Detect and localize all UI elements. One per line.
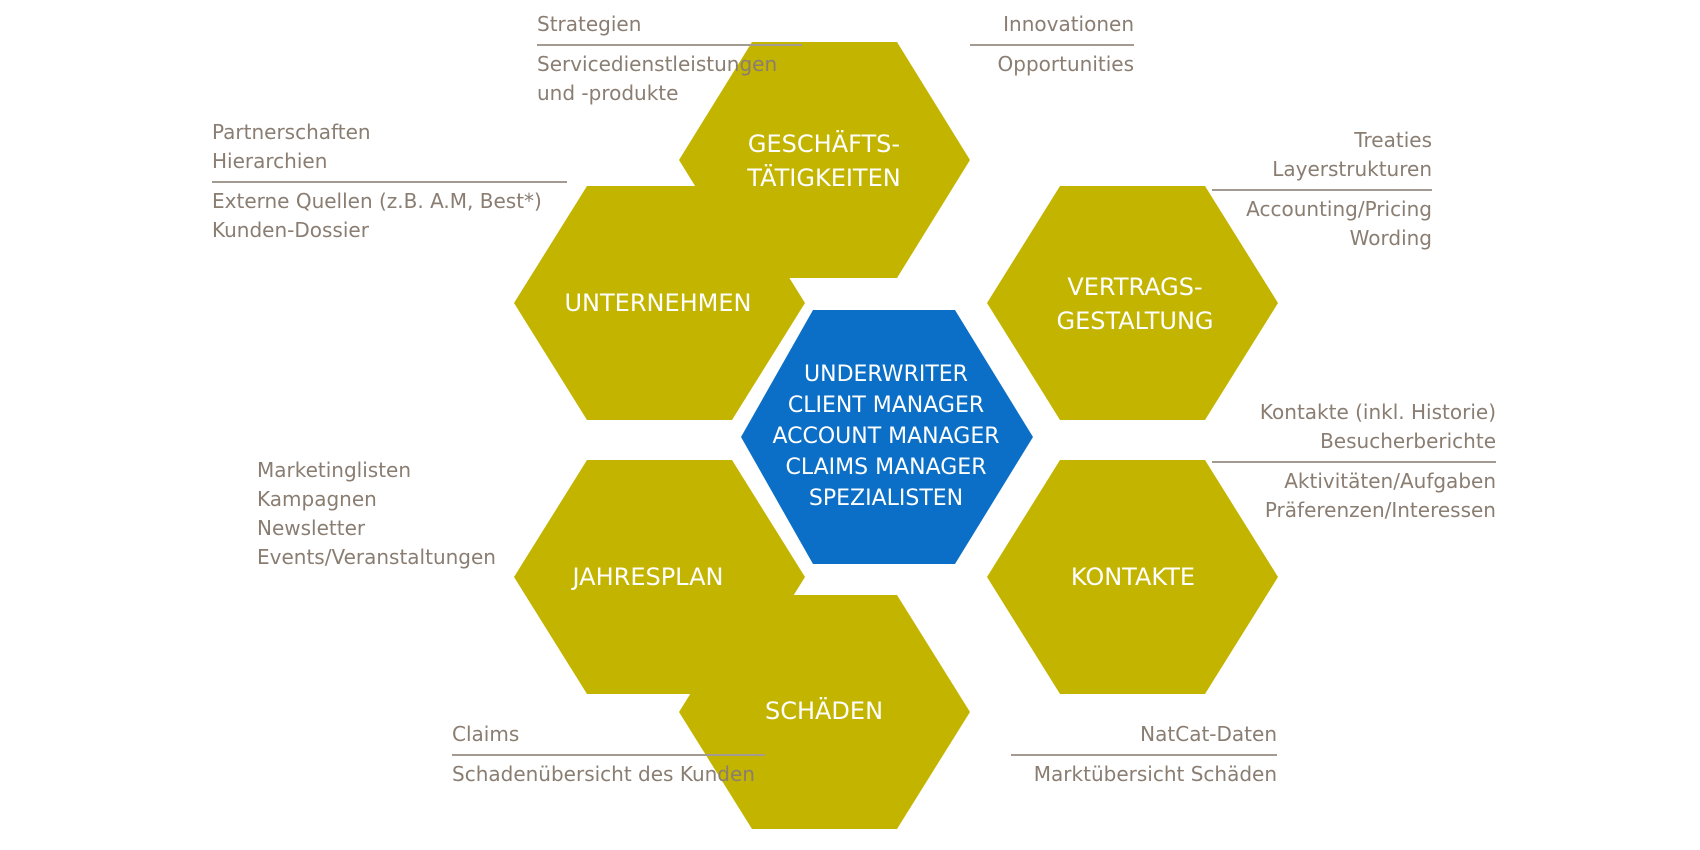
- note-unternehmen-hierarchien: Hierarchien: [212, 149, 328, 173]
- note-vertrag-wording: Wording: [1349, 226, 1432, 250]
- center-role-spezialisten: SPEZIALISTEN: [809, 486, 963, 511]
- hexagon-geschaeftstaetigkeiten-line-2: TÄTIGKEITEN: [746, 163, 900, 192]
- note-vertrag: Treaties Layerstrukturen Accounting/Pric…: [1212, 126, 1432, 253]
- note-unternehmen-divider: [212, 181, 567, 183]
- note-unternehmen-externe-quellen: Externe Quellen (z.B. A.M, Best*): [212, 189, 542, 213]
- note-schaeden-left: Claims Schadenübersicht des Kunden: [452, 720, 765, 789]
- note-geschaeft-left-strategien: Strategien: [537, 12, 642, 36]
- hexagon-center-roles: UNDERWRITER CLIENT MANAGER ACCOUNT MANAG…: [741, 310, 1033, 564]
- note-geschaeft-right-innovationen: Innovationen: [1003, 12, 1134, 36]
- note-schaeden-left-divider: [452, 754, 765, 756]
- hexagon-vertragsgestaltung-line-1: VERTRAGS-: [1067, 273, 1202, 301]
- hexagon-kontakte: KONTAKTE: [987, 460, 1278, 694]
- note-kontakte-besucherberichte: Besucherberichte: [1320, 429, 1496, 453]
- note-geschaeft-left: Strategien Servicedienstleistungen und -…: [537, 10, 802, 108]
- note-geschaeft-left-service: Servicedienstleistungen: [537, 52, 778, 76]
- center-role-account-manager: ACCOUNT MANAGER: [772, 424, 999, 449]
- note-vertrag-layerstrukturen: Layerstrukturen: [1272, 157, 1432, 181]
- hexagon-vertragsgestaltung: VERTRAGS- GESTALTUNG: [987, 186, 1278, 420]
- note-schaeden-right: NatCat-Daten Marktübersicht Schäden: [1011, 720, 1277, 789]
- note-kontakte-kontakte: Kontakte (inkl. Historie): [1259, 400, 1496, 424]
- hexagon-schaeden-line-1: SCHÄDEN: [765, 696, 883, 725]
- hexagon-schaeden: SCHÄDEN: [679, 595, 970, 829]
- note-unternehmen-kunden-dossier: Kunden-Dossier: [212, 218, 369, 242]
- center-role-underwriter: UNDERWRITER: [804, 362, 968, 387]
- note-unternehmen-partnerschaften: Partnerschaften: [212, 120, 371, 144]
- note-jahresplan-kampagnen: Kampagnen: [257, 487, 377, 511]
- note-kontakte-divider: [1212, 461, 1496, 463]
- center-role-client-manager: CLIENT MANAGER: [788, 393, 984, 418]
- note-kontakte-aktivitaeten: Aktivitäten/Aufgaben: [1284, 469, 1496, 493]
- hexagon-unternehmen-line-1: UNTERNEHMEN: [564, 289, 751, 317]
- note-jahresplan-marketinglisten: Marketinglisten: [257, 458, 412, 482]
- note-vertrag-divider: [1212, 189, 1432, 191]
- hexagon-kontakte-line-1: KONTAKTE: [1071, 563, 1195, 591]
- note-jahresplan: Marketinglisten Kampagnen Newsletter Eve…: [257, 456, 517, 572]
- hexagon-jahresplan-line-1: JAHRESPLAN: [571, 563, 724, 591]
- note-unternehmen: Partnerschaften Hierarchien Externe Quel…: [212, 118, 567, 245]
- note-schaeden-left-claims: Claims: [452, 722, 520, 746]
- note-schaeden-right-divider: [1011, 754, 1277, 756]
- center-role-claims-manager: CLAIMS MANAGER: [786, 455, 987, 480]
- hexagon-vertragsgestaltung-line-2: GESTALTUNG: [1056, 307, 1213, 335]
- note-schaeden-right-natcat: NatCat-Daten: [1140, 722, 1277, 746]
- note-vertrag-accounting: Accounting/Pricing: [1246, 197, 1432, 221]
- note-vertrag-treaties: Treaties: [1354, 128, 1432, 152]
- hexagon-geschaeftstaetigkeiten-line-1: GESCHÄFTS-: [748, 129, 900, 158]
- note-jahresplan-newsletter: Newsletter: [257, 516, 366, 540]
- note-jahresplan-events: Events/Veranstaltungen: [257, 545, 496, 569]
- note-kontakte-praeferenzen: Präferenzen/Interessen: [1264, 498, 1496, 522]
- note-geschaeft-left-divider: [537, 44, 802, 46]
- note-schaeden-left-uebersicht: Schadenübersicht des Kunden: [452, 762, 755, 786]
- note-geschaeft-left-produkte: und -produkte: [537, 81, 679, 105]
- note-schaeden-right-markt: Marktübersicht Schäden: [1033, 762, 1277, 786]
- hexagon-unternehmen: UNTERNEHMEN: [514, 186, 805, 420]
- note-geschaeft-right-opportunities: Opportunities: [997, 52, 1134, 76]
- note-geschaeft-right: Innovationen Opportunities: [970, 10, 1134, 79]
- note-geschaeft-right-divider: [970, 44, 1134, 46]
- note-kontakte: Kontakte (inkl. Historie) Besucherberich…: [1212, 398, 1496, 525]
